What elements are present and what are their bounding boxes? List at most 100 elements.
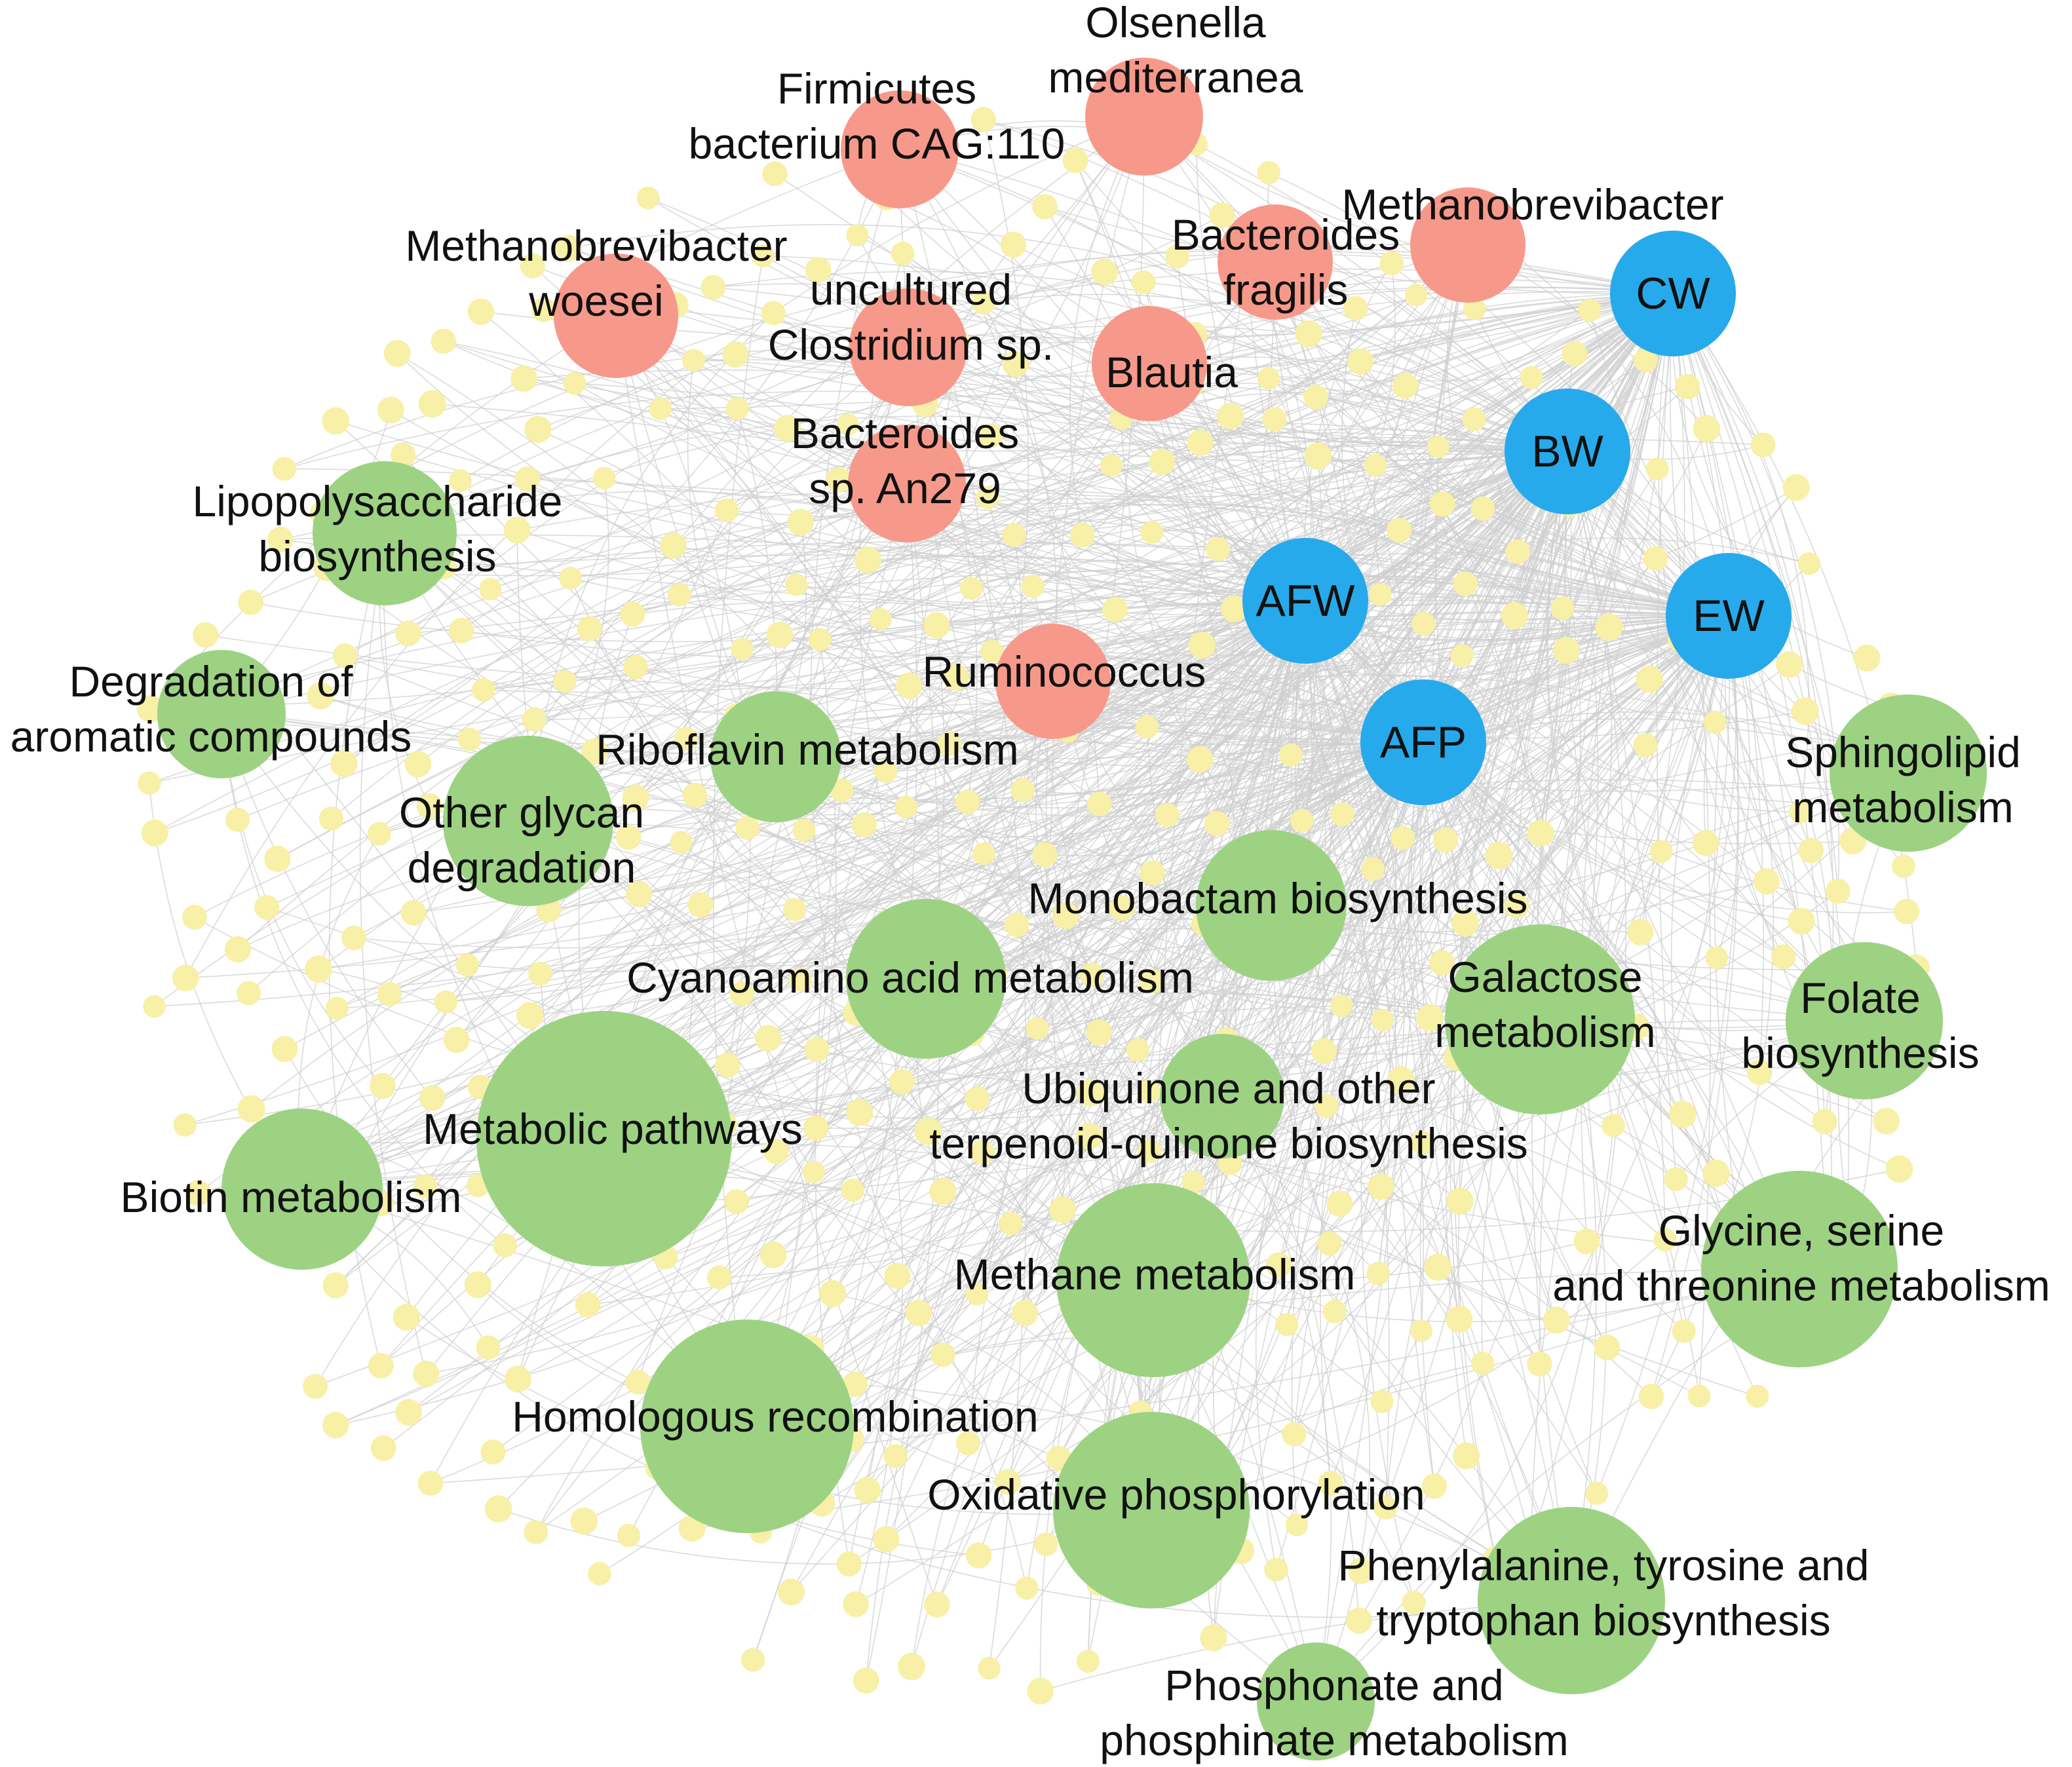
taxon-label-olsenella: mediterranea <box>1048 53 1303 102</box>
small-node-373 <box>1323 1300 1347 1323</box>
network-edge-935 <box>925 978 1758 1397</box>
small-node-349 <box>404 751 432 778</box>
small-node-109 <box>1090 258 1118 286</box>
small-node-1 <box>1703 711 1727 734</box>
small-node-196 <box>1451 909 1479 937</box>
small-node-459 <box>1674 373 1700 400</box>
small-node-171 <box>1326 1190 1353 1217</box>
network-edge-35 <box>775 756 904 1605</box>
small-node-96 <box>1010 778 1035 803</box>
pathway-node-phosphonate <box>1257 1643 1375 1760</box>
small-node-68 <box>894 795 918 819</box>
small-node-309 <box>667 582 691 607</box>
network-edge-589 <box>1305 600 1852 742</box>
small-node-433 <box>1446 1187 1474 1215</box>
small-node-244 <box>303 1374 328 1399</box>
network-edge-69 <box>1567 451 1666 1240</box>
small-node-238 <box>1032 194 1058 219</box>
small-node-184 <box>1366 1261 1391 1285</box>
pathway-label-folate: biosynthesis <box>1741 1029 1979 1077</box>
small-node-213 <box>1026 1017 1049 1040</box>
small-node-36 <box>1186 746 1214 772</box>
small-node-413 <box>416 793 443 820</box>
network-edge-242 <box>1305 600 1801 813</box>
small-node-72 <box>914 1117 942 1145</box>
small-node-435 <box>774 415 801 442</box>
pathway-node-biotin <box>221 1109 383 1270</box>
small-node-19 <box>184 1180 211 1206</box>
small-node-62 <box>869 608 892 631</box>
pathway-label-glycine: Glycine, serine <box>1659 1206 1945 1255</box>
small-node-301 <box>449 469 472 492</box>
small-node-262 <box>715 1052 740 1078</box>
small-node-354 <box>1410 1131 1434 1154</box>
small-node-287 <box>1370 1390 1394 1413</box>
small-node-234 <box>1687 1384 1711 1408</box>
network-edge-552 <box>337 600 1306 1009</box>
pathway-node-homologous <box>640 1320 854 1533</box>
small-node-5 <box>707 1265 732 1290</box>
small-node-407 <box>942 664 969 691</box>
small-node-418 <box>971 290 995 314</box>
small-node-315 <box>803 1115 829 1141</box>
small-node-139 <box>1643 546 1668 571</box>
network-edge-677 <box>570 577 1729 656</box>
small-node-267 <box>785 573 808 596</box>
pathway-node-folate <box>1786 942 1943 1099</box>
small-node-222 <box>725 396 749 420</box>
network-edge-990 <box>936 600 1306 1605</box>
network-edge-513 <box>190 615 1729 748</box>
small-node-17 <box>1149 449 1176 475</box>
network-edge-218 <box>775 966 1865 1152</box>
small-node-417 <box>1206 537 1231 561</box>
small-node-256 <box>970 107 996 132</box>
network-edge-851 <box>426 615 1729 1375</box>
small-node-224 <box>620 601 645 627</box>
network-edge-1037 <box>925 607 1780 979</box>
small-node-209 <box>1002 523 1026 547</box>
network-edge-691 <box>1305 600 1405 1080</box>
small-node-404 <box>761 301 786 326</box>
small-node-229 <box>1314 1094 1339 1118</box>
network-edge-1004 <box>978 451 1568 1556</box>
small-node-11 <box>819 1280 847 1307</box>
small-node-87 <box>377 396 404 424</box>
small-node-39 <box>1004 912 1029 938</box>
network-edge-891 <box>1181 451 1568 1128</box>
small-node-394 <box>1638 1384 1664 1409</box>
network-edge-277 <box>1423 742 1598 1494</box>
small-node-205 <box>305 955 332 983</box>
small-node-307 <box>238 589 264 615</box>
small-node-214 <box>1649 840 1673 864</box>
small-node-183 <box>649 397 672 421</box>
small-node-294 <box>1126 1038 1150 1062</box>
pathway-label-cyanoamino: Cyanoamino acid metabolism <box>626 953 1194 1002</box>
network-edge-330 <box>1556 615 1731 1321</box>
small-node-187 <box>224 936 251 963</box>
network-edge-796 <box>691 1268 1800 1529</box>
sample-label-cw: CW <box>1636 269 1710 318</box>
small-node-34 <box>370 1073 396 1099</box>
small-node-431 <box>1181 1170 1205 1194</box>
network-edge-927 <box>413 615 1729 913</box>
small-node-154 <box>1645 457 1669 481</box>
small-node-389 <box>367 822 391 846</box>
small-node-113 <box>1562 341 1588 367</box>
small-node-363 <box>930 1342 955 1367</box>
small-node-121 <box>854 546 882 573</box>
network-edge-908 <box>694 293 1674 796</box>
small-node-379 <box>1032 842 1058 867</box>
taxon-label-bacteroides-fragilis: fragilis <box>1223 265 1349 314</box>
small-node-405 <box>553 670 577 693</box>
network-edge-814 <box>528 820 1754 1217</box>
network-edge-939 <box>1423 742 1907 913</box>
small-node-361 <box>1102 596 1128 622</box>
small-node-75 <box>1636 666 1663 693</box>
small-node-252 <box>1345 1607 1372 1634</box>
network-edge-446 <box>967 244 1468 1443</box>
small-node-218 <box>1885 1155 1913 1183</box>
network-edge-833 <box>1656 293 1677 1179</box>
network-edge-921 <box>524 293 1674 452</box>
small-node-312 <box>1387 1066 1415 1094</box>
small-node-439 <box>1750 432 1776 458</box>
